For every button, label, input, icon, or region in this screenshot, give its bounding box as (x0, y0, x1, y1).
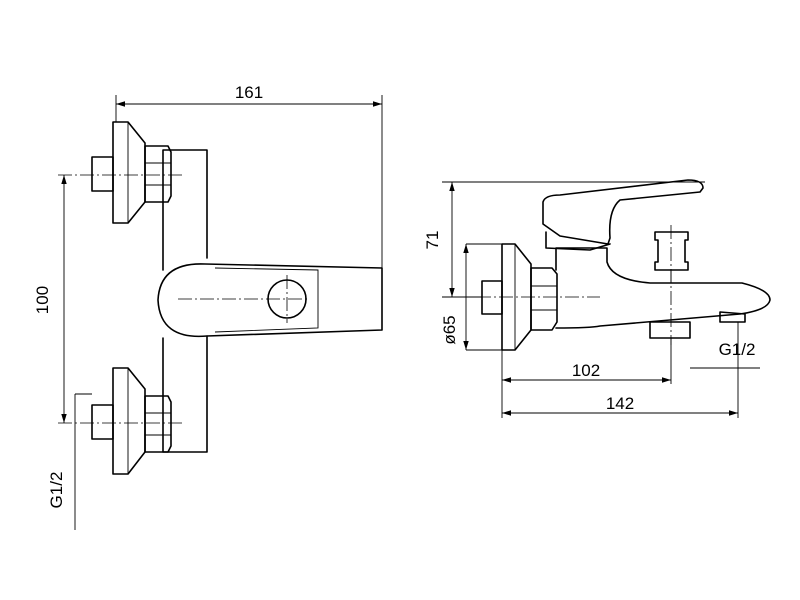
front-lever-inner (214, 267, 319, 333)
dim-102: 102 (572, 361, 600, 380)
side-spout (719, 311, 746, 323)
front-dimensions (61, 95, 383, 530)
dim-g1-2-side: G1/2 (719, 340, 756, 359)
side-diverter (654, 231, 689, 271)
front-lower-nut (144, 395, 172, 453)
side-nut (530, 267, 558, 331)
front-body (162, 149, 208, 453)
side-lever (542, 179, 704, 245)
dim-71: 71 (423, 231, 442, 250)
side-view (455, 179, 771, 351)
dim-100: 100 (33, 286, 52, 314)
front-upper-nut (144, 145, 172, 203)
dim-161: 161 (235, 83, 263, 102)
dim-65: ø65 (440, 315, 459, 344)
front-lower-pipe (91, 404, 114, 440)
front-lower-flange (112, 367, 146, 475)
front-lever (157, 263, 383, 338)
side-dimensions (442, 181, 760, 418)
side-outlet-connector (649, 321, 691, 339)
front-view (58, 121, 383, 475)
side-pipe (481, 280, 503, 315)
dim-g1-2-front: G1/2 (47, 472, 66, 509)
side-lever-stem (545, 231, 611, 251)
front-upper-pipe (91, 156, 114, 192)
side-body (555, 247, 771, 329)
dim-142: 142 (606, 394, 634, 413)
front-upper-flange (112, 121, 146, 224)
